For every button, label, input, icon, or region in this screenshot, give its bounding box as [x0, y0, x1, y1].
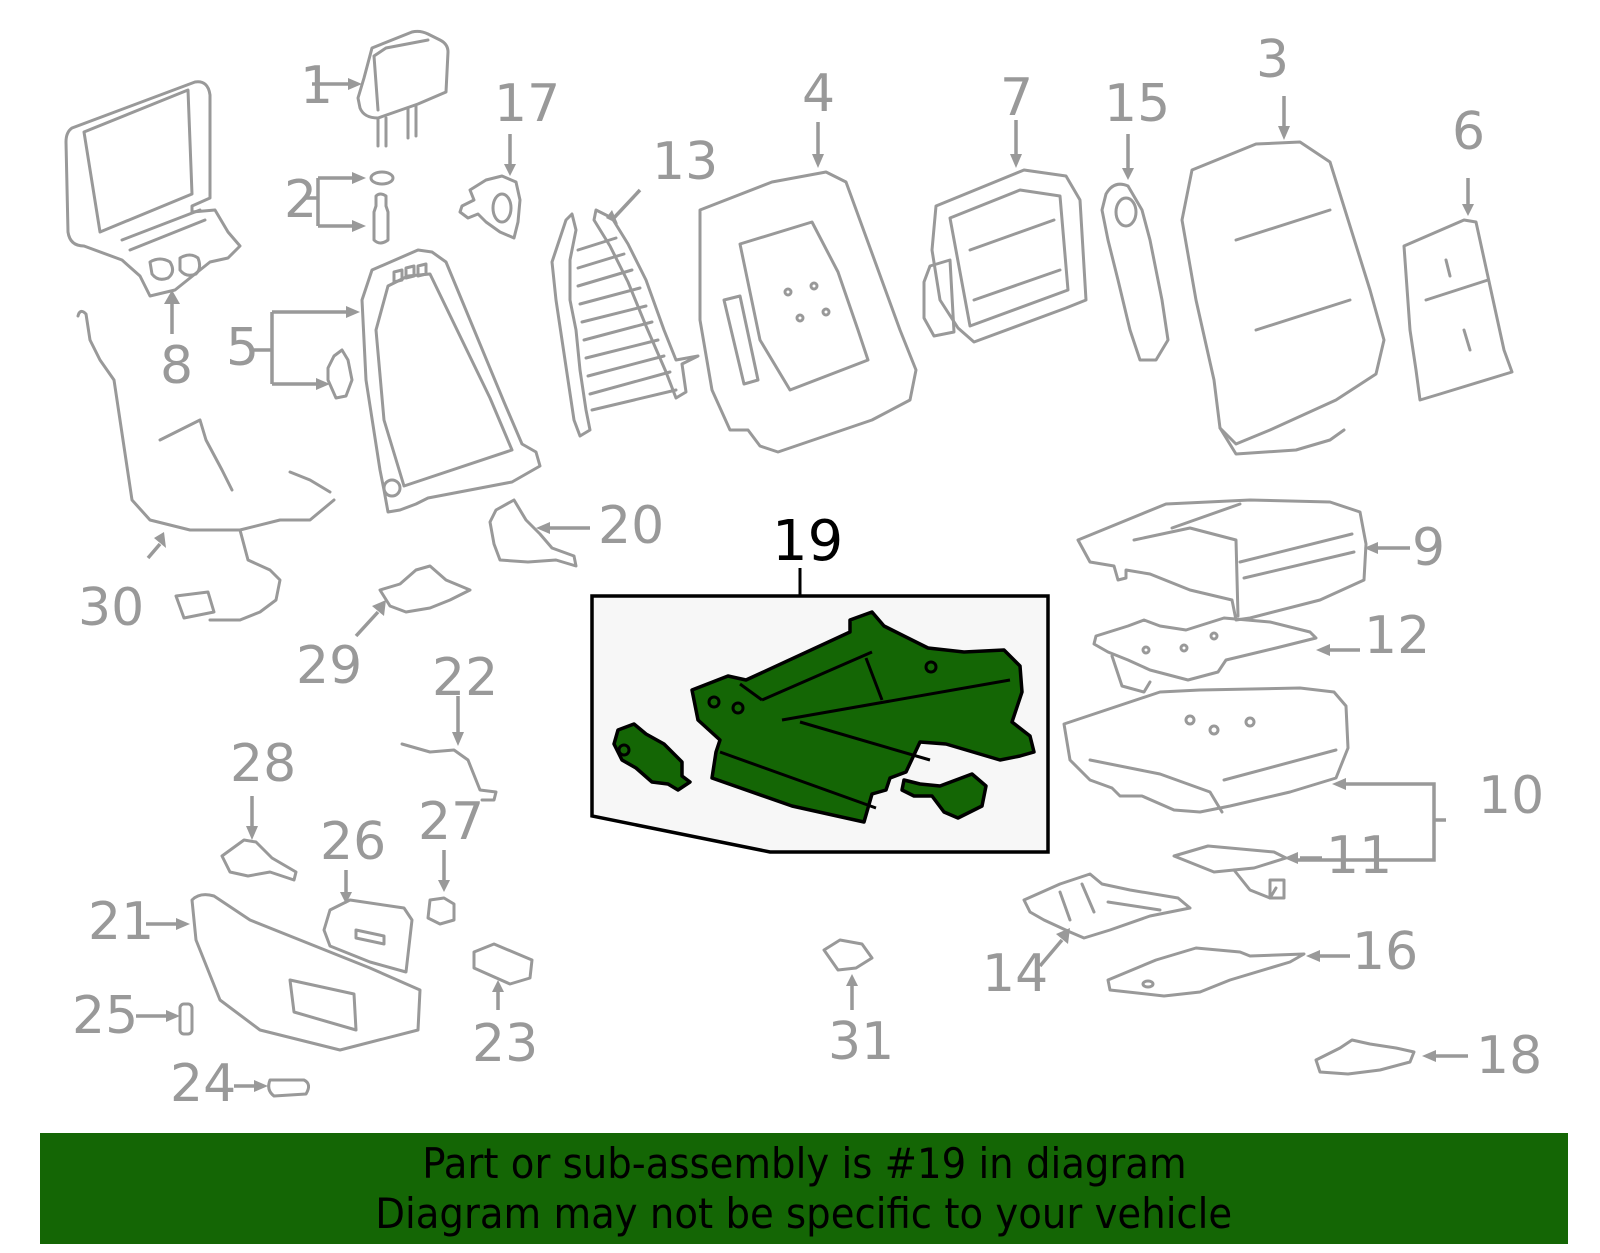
banner-line-1: Part or sub-assembly is #19 in diagram: [421, 1138, 1187, 1188]
callout-24[interactable]: 24: [170, 1054, 237, 1114]
part-31-drawing[interactable]: [822, 938, 874, 1010]
callout-29[interactable]: 29: [296, 636, 363, 696]
part-11-drawing[interactable]: [1172, 844, 1322, 900]
callout-30[interactable]: 30: [78, 578, 145, 638]
part-1-drawing[interactable]: [312, 29, 450, 148]
callout-3[interactable]: 3: [1256, 30, 1290, 90]
part-25-drawing[interactable]: [136, 1002, 194, 1036]
part-3-drawing[interactable]: [1180, 96, 1386, 456]
callout-27[interactable]: 27: [418, 792, 485, 852]
part-18-drawing[interactable]: [1314, 1038, 1468, 1076]
callout-12[interactable]: 12: [1364, 606, 1431, 666]
part-2-drawing[interactable]: [304, 170, 395, 245]
callout-1[interactable]: 1: [300, 56, 334, 116]
callout-22[interactable]: 22: [432, 648, 499, 708]
callout-17[interactable]: 17: [494, 74, 561, 134]
part-19-highlight-box[interactable]: [590, 568, 1050, 854]
part-14-drawing[interactable]: [1022, 872, 1192, 968]
callout-26[interactable]: 26: [320, 812, 387, 872]
callout-14[interactable]: 14: [982, 944, 1049, 1004]
part-15-drawing[interactable]: [1100, 134, 1170, 362]
callout-9[interactable]: 9: [1412, 518, 1446, 578]
callout-2[interactable]: 2: [284, 170, 318, 230]
callout-7[interactable]: 7: [1000, 68, 1034, 128]
callout-15[interactable]: 15: [1104, 74, 1171, 134]
callout-11[interactable]: 11: [1326, 826, 1393, 886]
callout-19[interactable]: 19: [772, 509, 844, 574]
part-21-drawing[interactable]: [146, 893, 422, 1052]
banner-line-2: Diagram may not be specific to your vehi…: [375, 1188, 1233, 1238]
part-30-drawing[interactable]: [76, 309, 336, 622]
callout-16[interactable]: 16: [1352, 922, 1419, 982]
callout-6[interactable]: 6: [1452, 102, 1486, 162]
part-10-drawing[interactable]: [1062, 686, 1446, 862]
part-8-drawing[interactable]: [64, 80, 242, 334]
callout-28[interactable]: 28: [230, 734, 297, 794]
part-17-drawing[interactable]: [458, 134, 522, 240]
part-20-drawing[interactable]: [488, 498, 590, 568]
part-28-drawing[interactable]: [220, 796, 298, 882]
info-banner: Part or sub-assembly is #19 in diagram D…: [40, 1133, 1568, 1244]
part-4-drawing[interactable]: [698, 122, 918, 454]
callout-20[interactable]: 20: [598, 496, 665, 556]
callout-23[interactable]: 23: [472, 1014, 539, 1074]
callout-25[interactable]: 25: [72, 986, 139, 1046]
part-12-drawing[interactable]: [1092, 616, 1360, 694]
part-7-drawing[interactable]: [922, 120, 1088, 344]
part-5-drawing[interactable]: [254, 248, 542, 514]
part-27-drawing[interactable]: [426, 850, 456, 926]
part-23-drawing[interactable]: [472, 942, 534, 1010]
callout-10[interactable]: 10: [1478, 766, 1545, 826]
part-6-drawing[interactable]: [1402, 178, 1514, 402]
callout-31[interactable]: 31: [828, 1012, 895, 1072]
part-24-drawing[interactable]: [234, 1078, 311, 1098]
callout-13[interactable]: 13: [652, 132, 719, 192]
callout-5[interactable]: 5: [226, 318, 260, 378]
callout-8[interactable]: 8: [160, 336, 194, 396]
part-26-drawing[interactable]: [322, 870, 414, 974]
callout-21[interactable]: 21: [88, 892, 155, 952]
callout-4[interactable]: 4: [802, 64, 836, 124]
callout-18[interactable]: 18: [1476, 1026, 1543, 1086]
part-22-drawing[interactable]: [400, 696, 498, 802]
part-9-drawing[interactable]: [1076, 498, 1410, 622]
part-16-drawing[interactable]: [1106, 946, 1350, 998]
part-29-drawing[interactable]: [354, 564, 472, 638]
part-13-drawing[interactable]: [550, 188, 700, 438]
